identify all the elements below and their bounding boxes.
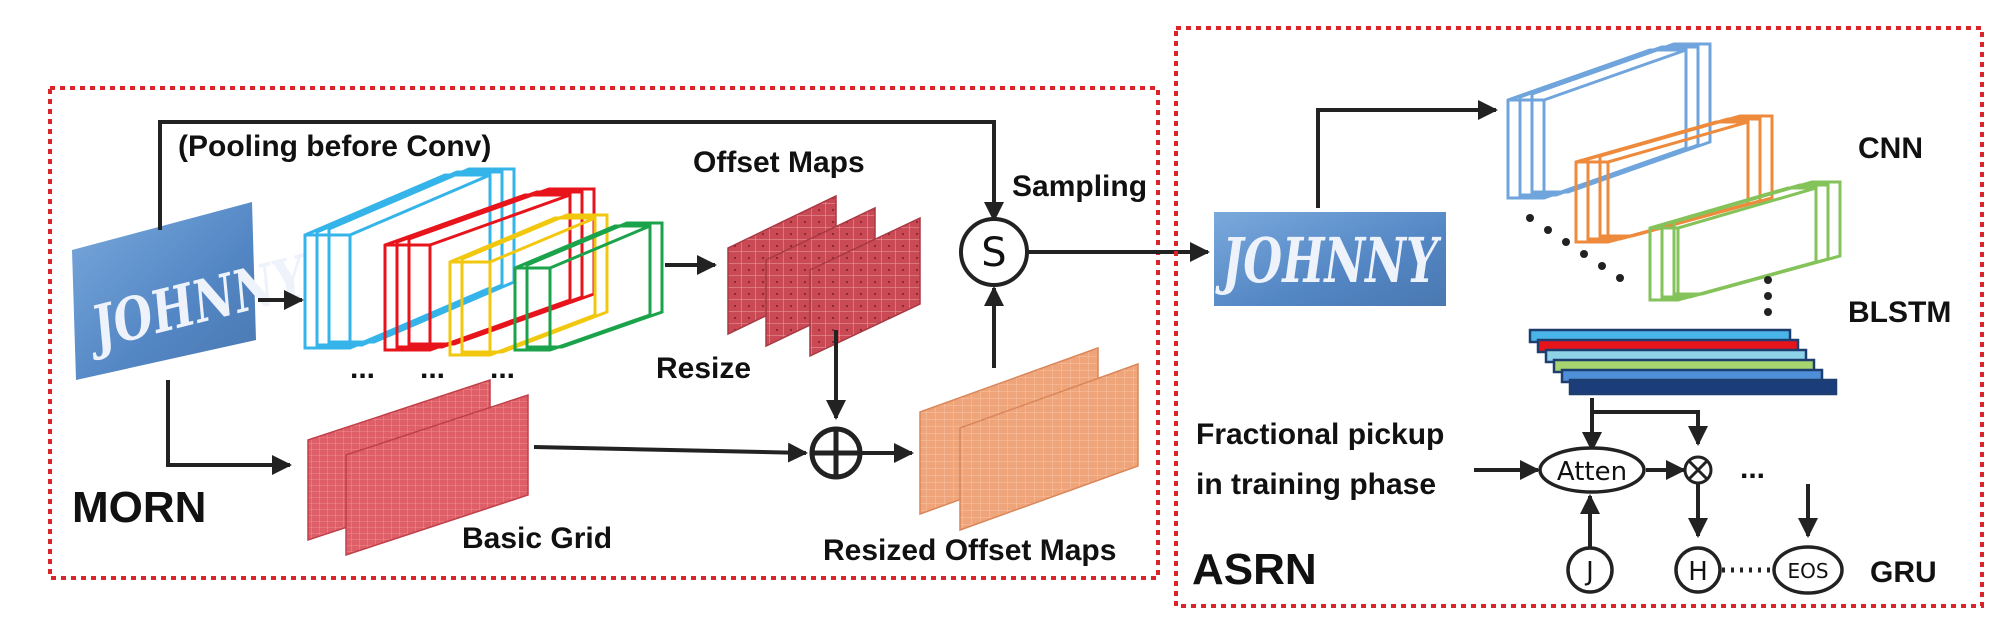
sampler-node: S	[959, 217, 1029, 287]
blstm-dots	[1764, 276, 1772, 316]
basic-grid-label: Basic Grid	[462, 522, 612, 555]
asrn-border	[1174, 26, 1984, 608]
morn-title: MORN	[72, 483, 206, 532]
node-h-label: H	[1688, 557, 1708, 587]
atten-node: Atten	[1538, 446, 1646, 494]
rectified-to-cnn-arrow	[1316, 100, 1498, 208]
cnn-dots	[1526, 214, 1624, 282]
ellipsis-2: ...	[420, 352, 445, 385]
fractional-pickup-line2: in training phase	[1196, 468, 1436, 501]
morn-border	[48, 86, 1160, 580]
node-j: J	[1566, 546, 1614, 594]
resized-offset-maps	[919, 346, 1139, 532]
node-h: H	[1674, 546, 1722, 594]
conv-feature-stack-green	[513, 221, 664, 352]
sampler-symbol: S	[981, 230, 1006, 276]
blstm-label: BLSTM	[1848, 296, 1951, 329]
fractional-pickup-line1: Fractional pickup	[1196, 418, 1444, 451]
decoder-ellipsis: ...	[1740, 452, 1765, 485]
cnn-stack-blue	[1506, 42, 1712, 200]
cnn-stack-orange	[1574, 114, 1774, 244]
grid-to-add-arrow	[533, 442, 808, 463]
add-operator	[809, 426, 863, 480]
blstm-bars	[1528, 328, 1838, 396]
rectified-image: JOHNNY	[1214, 212, 1446, 306]
sampling-label: Sampling	[1012, 170, 1147, 203]
resize-label: Resize	[656, 352, 751, 385]
multiply-operator	[1683, 455, 1713, 485]
rectified-image-text: JOHNNY	[1215, 223, 1442, 296]
gru-label: GRU	[1870, 556, 1937, 589]
conv-feature-stack-yellow	[448, 213, 609, 357]
cnn-stack-green	[1648, 180, 1842, 302]
cnn-label: CNN	[1858, 132, 1923, 165]
ellipsis-3: ...	[490, 352, 515, 385]
input-to-grid-arrow	[166, 380, 292, 475]
atten-label: Atten	[1557, 457, 1627, 487]
node-eos: EOS	[1772, 545, 1844, 595]
resized-offset-maps-label: Resized Offset Maps	[823, 534, 1116, 567]
node-eos-label: EOS	[1787, 559, 1828, 583]
offset-maps	[727, 194, 921, 358]
basic-grid	[307, 378, 529, 557]
pooling-note: (Pooling before Conv)	[178, 130, 491, 163]
ellipsis-1: ...	[350, 352, 375, 385]
bypass-arrow	[158, 120, 1004, 230]
input-image: JOHNNY	[72, 202, 318, 380]
asrn-title: ASRN	[1192, 545, 1317, 594]
blstm-to-multiply-arrow	[1592, 410, 1708, 446]
offset-maps-label: Offset Maps	[693, 146, 865, 179]
node-j-label: J	[1584, 557, 1594, 587]
